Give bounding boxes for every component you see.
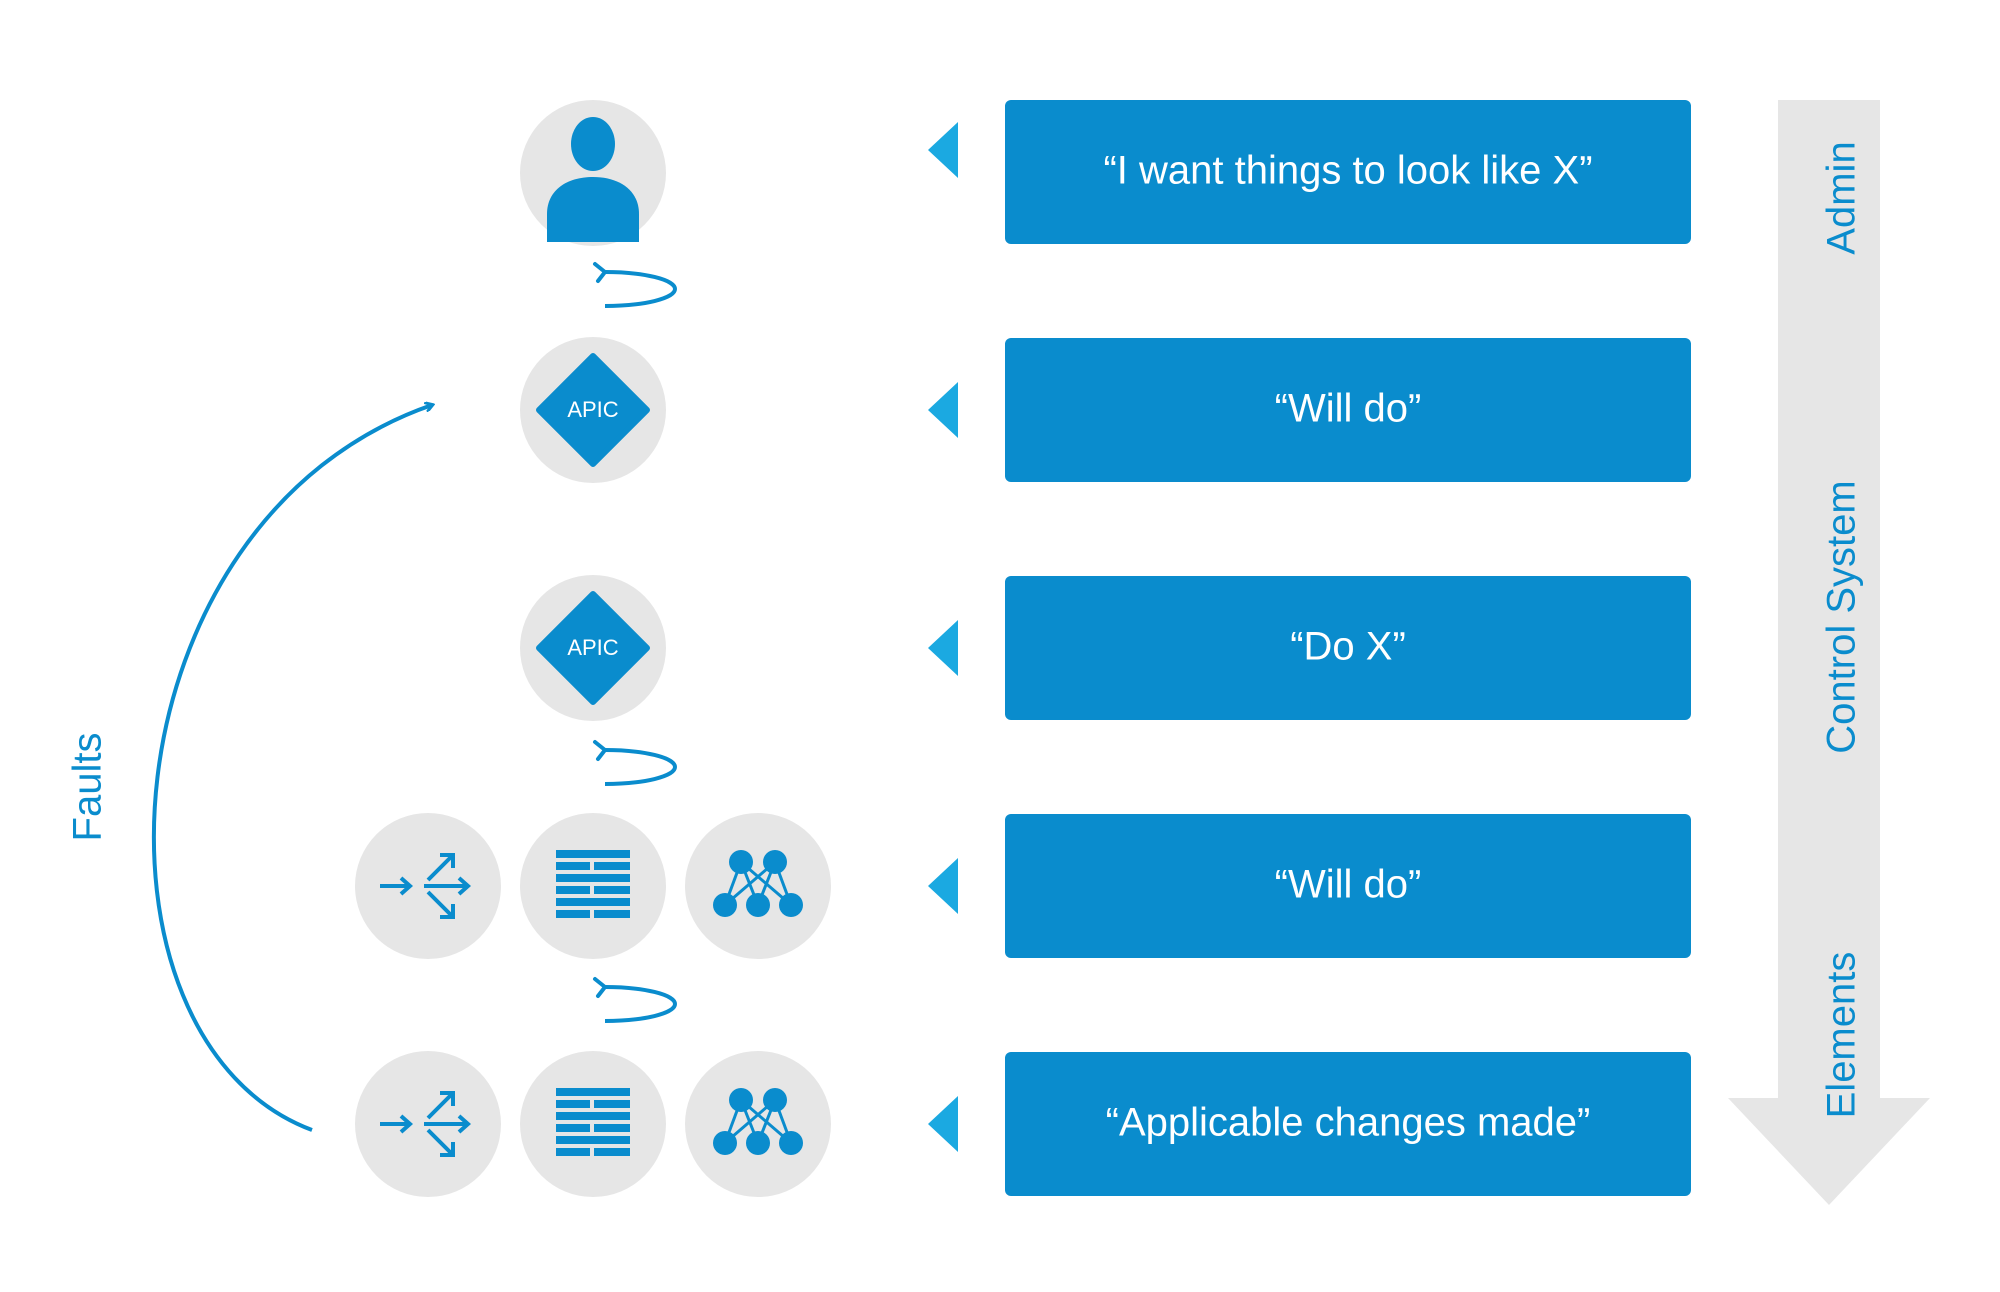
message-row-1: “I want things to look like X” — [928, 100, 1691, 244]
router-node-1 — [355, 813, 501, 959]
faults-label: Faults — [66, 733, 110, 842]
message-text: “I want things to look like X” — [1103, 149, 1592, 193]
left-pointer-icon — [928, 122, 958, 178]
refresh-loop-icon — [593, 740, 677, 786]
apic-label: APIC — [567, 635, 618, 660]
rail-label-admin: Admin — [1820, 141, 1864, 254]
rail-label-control-system: Control System — [1820, 480, 1864, 753]
apic-diamond-icon — [536, 591, 650, 705]
message-text: “Applicable changes made” — [1106, 1101, 1591, 1145]
router-arrows-icon — [380, 853, 472, 919]
message-box — [1005, 1052, 1691, 1196]
firewall-brick-icon — [556, 1088, 630, 1156]
message-box — [1005, 338, 1691, 482]
left-pointer-icon — [928, 1096, 958, 1152]
admin-node — [520, 100, 666, 246]
refresh-loop-icon — [593, 262, 677, 308]
network-fabric-icon — [713, 1088, 803, 1155]
fabric-node-2 — [685, 1051, 831, 1197]
rail-label-elements: Elements — [1820, 952, 1864, 1119]
network-fabric-icon — [713, 850, 803, 917]
router-node-2 — [355, 1051, 501, 1197]
apic-node-2: APIC — [520, 575, 666, 721]
left-pointer-icon — [928, 382, 958, 438]
firewall-node-2 — [520, 1051, 666, 1197]
left-pointer-icon — [928, 858, 958, 914]
faults-feedback-arrow — [151, 405, 432, 1132]
message-box — [1005, 576, 1691, 720]
message-row-4: “Will do” — [928, 814, 1691, 958]
message-row-3: “Do X” — [928, 576, 1691, 720]
message-text: “Will do” — [1275, 863, 1422, 907]
flow-down-arrow — [1728, 100, 1930, 1205]
apic-node-1: APIC — [520, 337, 666, 483]
firewall-node-1 — [520, 813, 666, 959]
message-box — [1005, 100, 1691, 244]
message-row-5: “Applicable changes made” — [928, 1052, 1691, 1196]
fabric-node-1 — [685, 813, 831, 959]
message-box — [1005, 814, 1691, 958]
message-row-2: “Will do” — [928, 338, 1691, 482]
message-text: “Will do” — [1275, 387, 1422, 431]
apic-diamond-icon — [536, 353, 650, 467]
refresh-loop-icon — [593, 977, 677, 1023]
message-text: “Do X” — [1290, 625, 1406, 669]
left-pointer-icon — [928, 620, 958, 676]
person-icon — [547, 117, 639, 242]
firewall-brick-icon — [556, 850, 630, 918]
router-arrows-icon — [380, 1091, 472, 1157]
apic-label: APIC — [567, 397, 618, 422]
